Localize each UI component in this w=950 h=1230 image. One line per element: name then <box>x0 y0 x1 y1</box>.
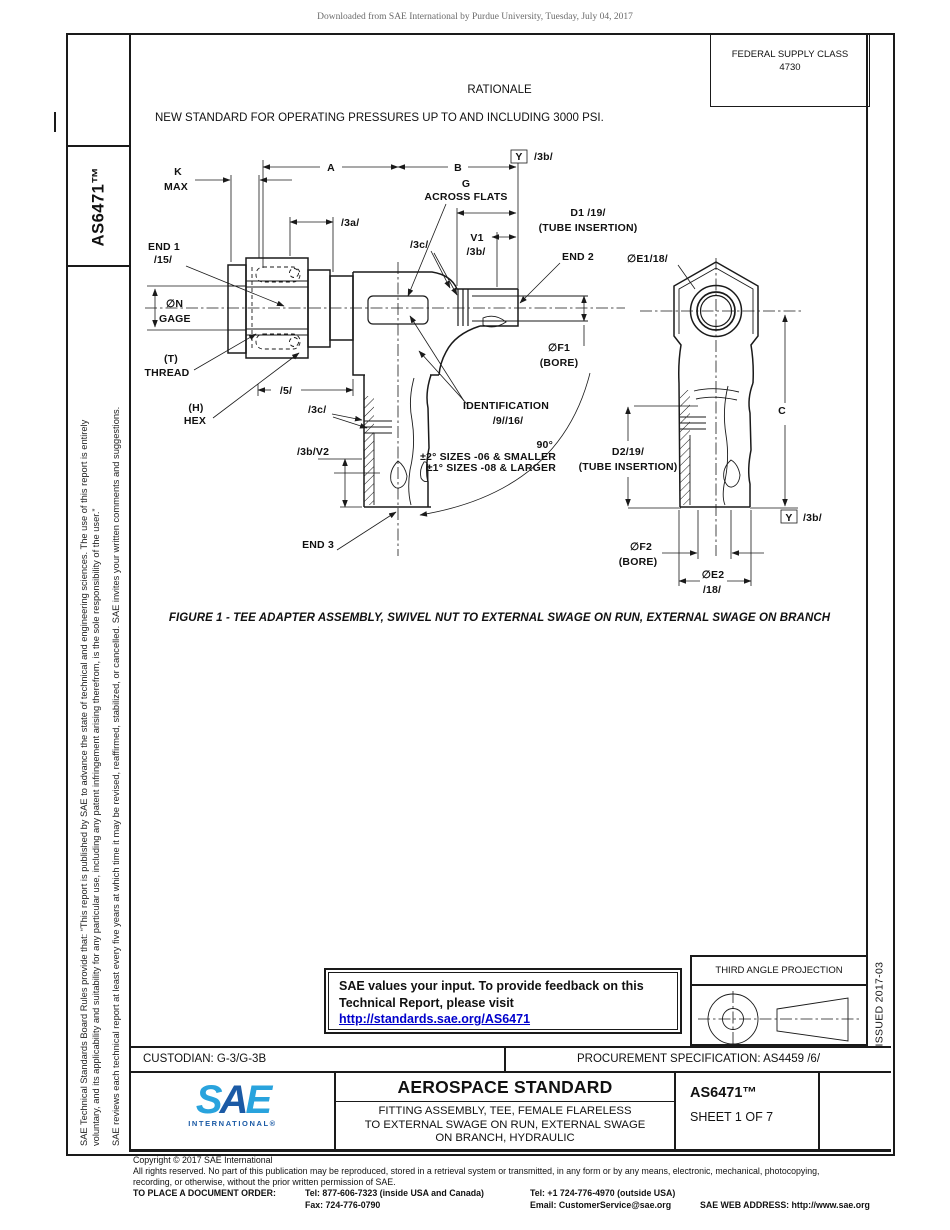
third-angle-projection-box: THIRD ANGLE PROJECTION <box>690 955 868 1046</box>
revision-cell <box>820 1073 891 1149</box>
sae-logo-subtext: INTERNATIONAL® <box>188 1119 277 1128</box>
page-border-frame <box>66 33 895 1156</box>
left-column-divider <box>129 33 131 1152</box>
sae-web-address: SAE WEB ADDRESS: http://www.sae.org <box>700 1200 870 1210</box>
copyright-line-1: Copyright © 2017 SAE International <box>133 1155 273 1165</box>
order-tel-2: Tel: +1 724-776-4970 (outside USA) <box>530 1188 676 1198</box>
heading-rule <box>336 1101 674 1102</box>
rationale-heading: RATIONALE <box>467 84 532 96</box>
order-tel-1: Tel: 877-606-7323 (inside USA and Canada… <box>305 1188 484 1198</box>
feedback-link[interactable]: http://standards.sae.org/AS6471 <box>339 1012 531 1026</box>
third-angle-projection-label: THIRD ANGLE PROJECTION <box>692 957 866 986</box>
legal-line-2: voluntary, and its applicability and sui… <box>91 508 102 1146</box>
order-label: TO PLACE A DOCUMENT ORDER: <box>133 1188 276 1198</box>
issued-date: ISSUED 2017-03 <box>873 961 885 1046</box>
issued-date-column: ISSUED 2017-03 <box>868 878 891 1046</box>
sheet-number: SHEET 1 OF 7 <box>690 1110 774 1124</box>
cursor-mark <box>54 112 56 132</box>
fsc-label: FEDERAL SUPPLY CLASS <box>731 49 849 60</box>
logo-cell: SAE INTERNATIONAL® <box>131 1073 336 1149</box>
figure-caption: FIGURE 1 - TEE ADAPTER ASSEMBLY, SWIVEL … <box>168 612 831 624</box>
feedback-box: SAE values your input. To provide feedba… <box>324 968 682 1034</box>
custodian-cell: CUSTODIAN: G-3/G-3B <box>131 1048 506 1071</box>
document-type-heading: AEROSPACE STANDARD <box>397 1077 613 1097</box>
order-fax: Fax: 724-776-0790 <box>305 1200 381 1210</box>
feedback-line-1: SAE values your input. To provide feedba… <box>339 979 644 993</box>
feedback-line-2: Technical Report, please visit <box>339 995 514 1010</box>
sae-logo-word: SAE <box>195 1078 272 1122</box>
download-watermark: Downloaded from SAE International by Pur… <box>317 12 633 22</box>
sae-logo: SAE INTERNATIONAL® <box>131 1078 334 1128</box>
right-column-divider <box>866 33 868 1046</box>
copyright-line-2: All rights reserved. No part of this pub… <box>133 1166 820 1176</box>
order-email: Email: CustomerService@sae.org <box>530 1200 672 1210</box>
legal-line-1: SAE Technical Standards Board Rules prov… <box>79 419 89 1146</box>
doc-number: AS6471™ <box>690 1085 757 1101</box>
sidebar-doc-number: AS6471™ <box>89 166 107 246</box>
document-title: FITTING ASSEMBLY, TEE, FEMALE FLARELESS … <box>364 1105 646 1144</box>
custodian-row: CUSTODIAN: G-3/G-3B PROCUREMENT SPECIFIC… <box>131 1046 891 1073</box>
procurement-cell: PROCUREMENT SPECIFICATION: AS4459 /6/ <box>576 1053 821 1065</box>
title-cell: AEROSPACE STANDARD FITTING ASSEMBLY, TEE… <box>336 1073 676 1149</box>
title-block: SAE INTERNATIONAL® AEROSPACE STANDARD FI… <box>131 1073 891 1152</box>
fsc-value: 4730 <box>779 62 801 73</box>
legal-review-line: SAE reviews each technical report at lea… <box>110 406 121 1146</box>
sidebar-legal-text: SAE Technical Standards Board Rules prov… <box>78 288 122 1146</box>
rationale-text: NEW STANDARD FOR OPERATING PRESSURES UP … <box>155 112 604 124</box>
federal-supply-class-box: FEDERAL SUPPLY CLASS 4730 <box>710 33 870 107</box>
copyright-line-3: recording, or otherwise, without the pri… <box>133 1177 396 1187</box>
sidebar-doc-number-box: AS6471™ <box>66 145 131 267</box>
doc-number-cell: AS6471™ SHEET 1 OF 7 <box>676 1073 820 1149</box>
